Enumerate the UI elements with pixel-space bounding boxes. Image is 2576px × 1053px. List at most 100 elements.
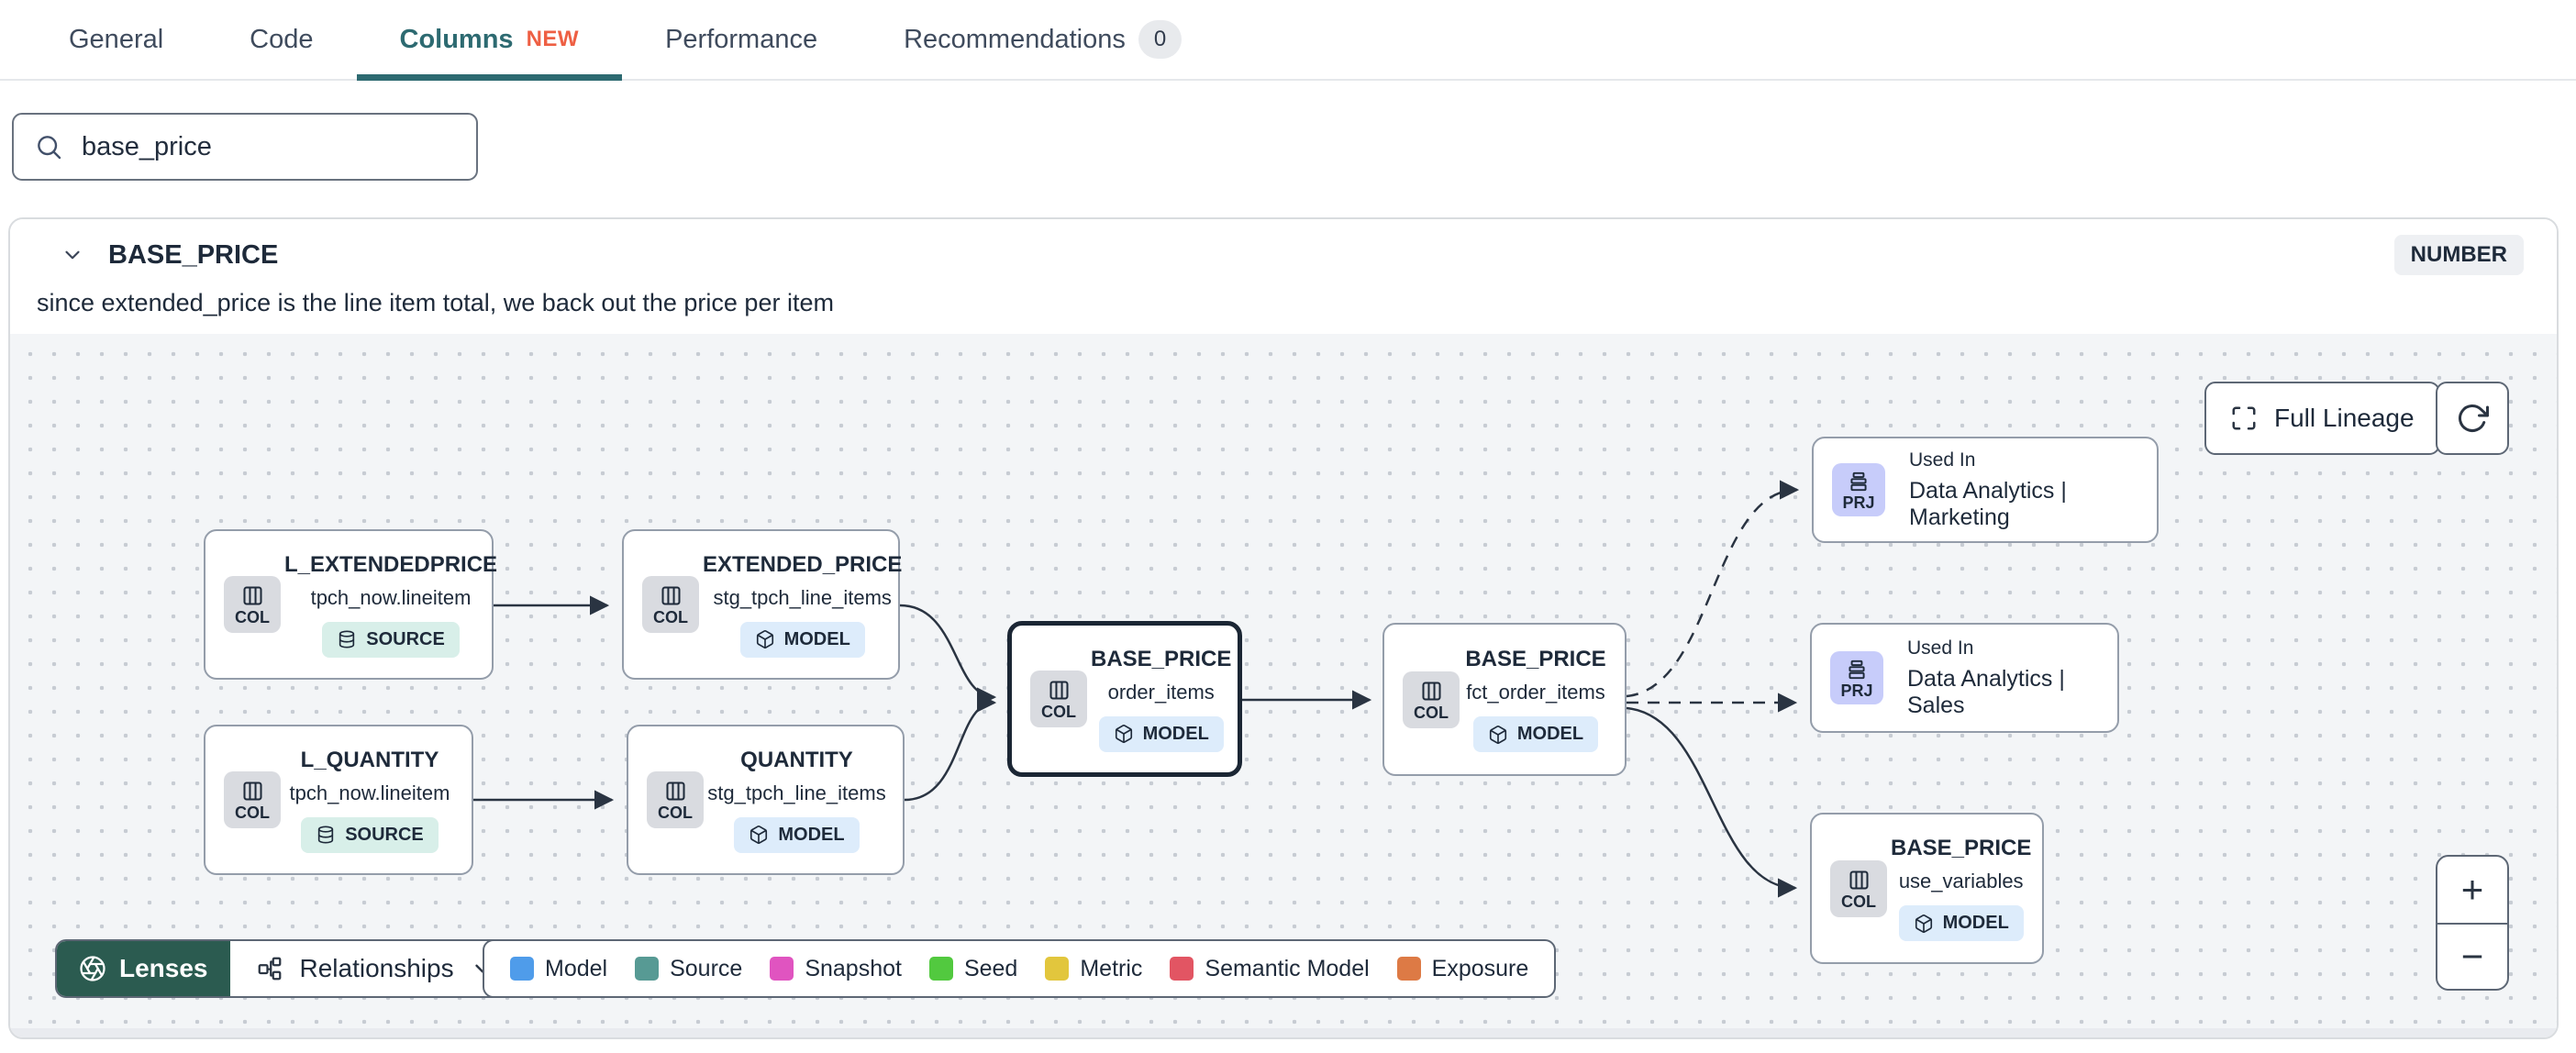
zoom-controls: + − [2436,855,2509,991]
legend-label: Seed [963,955,1018,981]
tab-general[interactable]: General [26,0,206,79]
model-pill: MODEL [734,816,860,853]
project-stack-icon [1850,471,1867,491]
tab-label: Recommendations [904,24,1126,54]
used-in-label: Used In [1907,637,1974,659]
search-row: base_price [0,81,2576,181]
lineage-node-used-in-sales[interactable]: PRJ Used In Data Analytics | Sales [1810,623,2119,733]
node-title: BASE_PRICE [1091,646,1232,671]
legend-item-semantic-model: Semantic Model [1170,956,1370,982]
relationships-dropdown[interactable]: Relationships [230,941,520,996]
full-lineage-button[interactable]: Full Lineage [2204,382,2440,455]
badge-label: PRJ [1842,493,1875,512]
prj-badge: PRJ [1830,651,1883,704]
col-badge: COL [642,576,699,633]
database-icon [339,630,355,648]
lineage-node-used-in-marketing[interactable]: PRJ Used In Data Analytics | Marketing [1812,437,2159,543]
refresh-button[interactable] [2436,382,2509,455]
lenses-toolbar: Lenses Relationships [55,939,522,998]
badge-label: COL [658,804,693,822]
columns-icon [1849,870,1869,890]
node-subtitle: fct_order_items [1466,681,1605,704]
lineage-canvas[interactable]: COL L_EXTENDEDPRICE tpch_now.lineitem SO… [10,334,2557,1028]
legend-item-metric: Metric [1045,956,1142,982]
node-title: L_QUANTITY [300,747,439,772]
expand-icon [2232,406,2256,430]
lineage-node-l-quantity[interactable]: COL L_QUANTITY tpch_now.lineitem SOURCE [204,725,473,875]
model-pill: MODEL [1098,715,1224,752]
badge-label: PRJ [1840,681,1873,700]
canvas-scroll-track[interactable] [10,1028,2557,1037]
node-subtitle: use_variables [1898,870,2024,892]
legend-swatch-exposure [1396,957,1421,981]
node-title: EXTENDED_PRICE [703,551,903,577]
pill-label: MODEL [1942,913,2009,933]
node-title: QUANTITY [740,747,853,772]
legend-swatch-metric [1045,957,1070,981]
columns-icon [242,781,262,801]
relationships-icon [258,957,281,981]
zoom-out-button[interactable]: − [2437,923,2507,989]
legend-item-source: Source [635,956,742,982]
badge-label: COL [653,608,688,626]
lineage-node-base-price-use-variables[interactable]: COL BASE_PRICE use_variables MODEL [1810,813,2044,964]
tab-code[interactable]: Code [206,0,356,79]
search-value: base_price [82,131,212,161]
lineage-node-extended-price[interactable]: COL EXTENDED_PRICE stg_tpch_line_items M… [622,529,903,680]
col-badge: COL [1830,859,1887,917]
tab-label: General [69,24,164,54]
tab-performance[interactable]: Performance [622,0,861,79]
pill-label: MODEL [1516,724,1584,744]
tab-recommendations[interactable]: Recommendations 0 [861,0,1225,79]
col-badge: COL [647,771,704,828]
columns-icon [1421,681,1441,701]
legend-label: Source [670,955,743,981]
pill-label: MODEL [783,628,850,649]
column-panel: BASE_PRICE NUMBER since extended_price i… [8,217,2559,1039]
node-title: Data Analytics | Sales [1907,665,2065,718]
new-badge: NEW [526,27,580,51]
source-pill: SOURCE [301,816,439,853]
lineage-node-quantity[interactable]: COL QUANTITY stg_tpch_line_items MODEL [627,725,905,875]
tab-columns[interactable]: Columns NEW [356,0,623,81]
legend-item-snapshot: Snapshot [770,956,902,982]
badge-label: COL [1414,703,1449,722]
column-panel-header: BASE_PRICE NUMBER since extended_price i… [10,219,2557,334]
legend-swatch-snapshot [770,957,794,981]
search-icon [38,136,61,160]
collapse-chevron-icon[interactable] [61,243,84,267]
col-badge: COL [1403,671,1460,728]
lineage-node-base-price-order-items[interactable]: COL BASE_PRICE order_items MODEL [1007,621,1242,777]
legend-label: Metric [1080,955,1143,981]
legend-label: Model [545,955,608,981]
lineage-node-l-extendedprice[interactable]: COL L_EXTENDEDPRICE tpch_now.lineitem SO… [204,529,498,680]
zoom-in-button[interactable]: + [2460,868,2484,911]
tab-label: Columns [399,24,514,54]
lenses-button[interactable]: Lenses [57,941,230,996]
node-title: BASE_PRICE [1891,836,2032,860]
pill-label: SOURCE [366,628,445,649]
node-title: Data Analytics | Marketing [1909,477,2067,530]
search-input[interactable]: base_price [12,113,478,181]
lineage-node-base-price-fct-order-items[interactable]: COL BASE_PRICE fct_order_items MODEL [1382,623,1627,776]
badge-label: COL [235,804,270,822]
cube-icon [1115,725,1132,744]
legend-label: Exposure [1431,955,1529,981]
badge-label: COL [1041,703,1076,721]
pill-label: SOURCE [345,824,424,845]
node-subtitle: order_items [1107,680,1215,704]
lenses-label: Lenses [119,954,208,982]
node-title: BASE_PRICE [1465,647,1606,671]
col-badge: COL [1030,671,1087,727]
legend-swatch-model [510,957,534,981]
tab-label: Code [250,24,314,54]
node-type-legend: Model Source Snapshot Seed Metric Semant… [483,939,1557,998]
model-pill: MODEL [1472,716,1599,752]
columns-icon [661,586,681,605]
full-lineage-label: Full Lineage [2274,404,2415,432]
columns-icon [665,781,685,801]
node-subtitle: stg_tpch_line_items [713,585,892,609]
node-title: L_EXTENDEDPRICE [284,551,498,577]
pill-label: MODEL [1142,723,1209,744]
legend-label: Snapshot [805,955,902,981]
